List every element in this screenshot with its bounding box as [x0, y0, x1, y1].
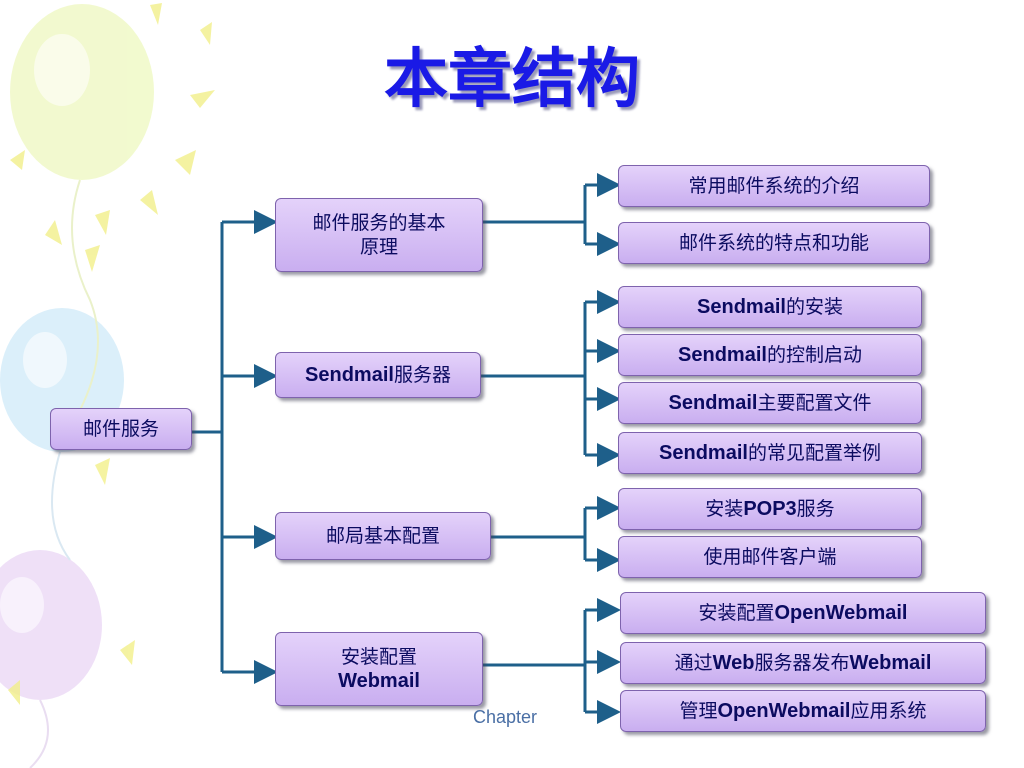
- root-node-mail-service[interactable]: 邮件服务: [50, 408, 192, 450]
- node-label-line2: Webmail: [338, 670, 420, 692]
- leaf-label-pre: 安装配置: [698, 602, 775, 624]
- root-node-label: 邮件服务: [82, 418, 159, 440]
- node-label-line1: 邮件服务的基本: [312, 212, 446, 234]
- leaf-label-post: 应用系统: [850, 700, 927, 722]
- leaf-mail-features[interactable]: 邮件系统的特点和功能: [618, 222, 930, 264]
- leaf-label-latin: Sendmail: [659, 442, 748, 464]
- leaf-label-mid: 服务器发布: [754, 652, 850, 674]
- node-label-line2: 原理: [359, 236, 398, 258]
- leaf-label-post: 服务: [796, 498, 835, 520]
- leaf-label-latin: Web: [712, 652, 755, 674]
- leaf-label-latin: Sendmail: [678, 344, 767, 366]
- leaf-label-pre: 安装: [705, 498, 744, 520]
- leaf-label-latin: Sendmail: [668, 392, 758, 414]
- node-install-webmail[interactable]: 安装配置 Webmail: [275, 632, 483, 706]
- leaf-label: 邮件系统的特点和功能: [678, 232, 869, 254]
- node-mail-principles[interactable]: 邮件服务的基本 原理: [275, 198, 483, 272]
- leaf-label-latin2: Webmail: [849, 652, 932, 674]
- leaf-label-latin: OpenWebmail: [717, 700, 851, 722]
- leaf-label-cjk: 的控制启动: [766, 344, 862, 366]
- leaf-label: 常用邮件系统的介绍: [688, 175, 860, 197]
- leaf-label-latin: OpenWebmail: [774, 602, 908, 624]
- footer-chapter: Chapter: [473, 707, 538, 727]
- leaf-label-cjk: 的安装: [785, 296, 843, 318]
- node-post-office-config[interactable]: 邮局基本配置: [275, 512, 491, 560]
- node-label-latin: Sendmail: [305, 364, 394, 386]
- leaf-label-pre: 管理: [679, 700, 718, 722]
- leaf-label-cjk: 主要配置文件: [757, 392, 872, 414]
- leaf-label: 使用邮件客户端: [703, 546, 837, 568]
- node-label: 邮局基本配置: [325, 525, 440, 547]
- leaf-label-latin: Sendmail: [697, 296, 786, 318]
- leaf-label-pre: 通过: [674, 652, 713, 674]
- node-label-line1: 安装配置: [340, 646, 417, 668]
- leaf-label-cjk: 的常见配置举例: [747, 442, 881, 464]
- leaf-common-mail-systems[interactable]: 常用邮件系统的介绍: [618, 165, 930, 207]
- leaf-mail-client[interactable]: 使用邮件客户端: [618, 536, 922, 578]
- leaf-label-latin: POP3: [743, 498, 797, 520]
- node-label-cjk: 服务器: [393, 364, 451, 386]
- page-title: 本章结构: [384, 43, 640, 117]
